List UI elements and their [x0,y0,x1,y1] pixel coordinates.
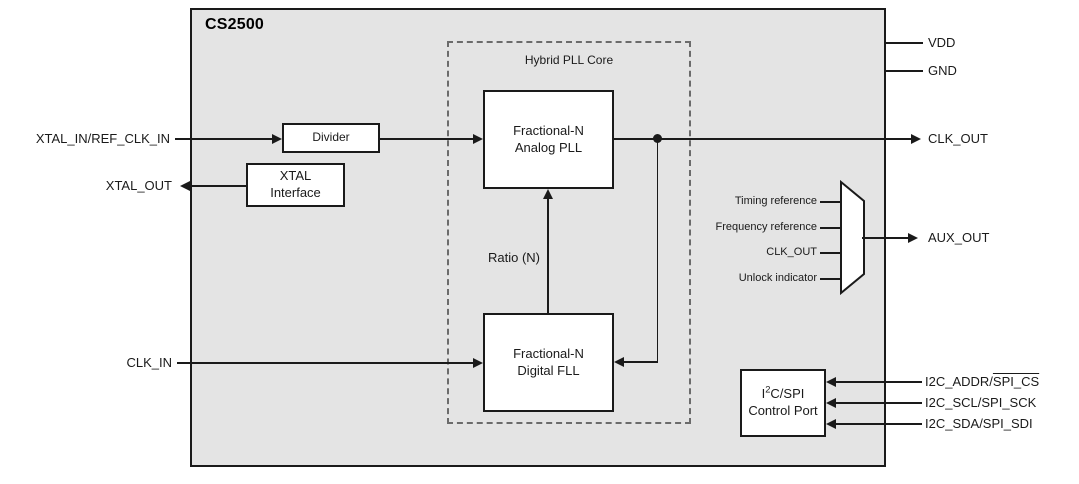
wire-xtal-interface-to-xtalout [190,185,246,187]
block-control-port-i: I [761,386,766,402]
pin-label-aux-out: AUX_OUT [928,230,990,245]
mux-input-label-frequency-reference: Frequency reference [715,221,818,233]
wire-mux-to-auxout [862,237,912,239]
block-control-port-line2: Control Port [748,403,818,418]
arrowhead-ctrl-pin-0 [826,376,836,387]
block-fractional-n-digital-fll: Fractional-N Digital FLL [483,313,614,412]
arrowhead-digital-fll-input [473,357,483,368]
arrowhead-xtal-out [180,180,190,191]
pin-label-xtal-out: XTAL_OUT [105,178,172,193]
block-divider: Divider [282,123,380,153]
arrowhead-digital-fll-feedback [614,356,624,367]
block-digital-fll-line2: Digital FLL [517,362,580,378]
block-xtal-interface-line1: XTAL [279,168,312,184]
arrowhead-divider-input [272,133,282,144]
block-divider-label: Divider [312,130,350,145]
output-mux [838,180,868,295]
block-xtal-interface: XTAL Interface [246,163,345,207]
wire-ratio-n [547,199,549,313]
pin-label-i2c-addr-spi-cs: I2C_ADDR/SPI_CS [925,374,1039,389]
pin-label-clk-out: CLK_OUT [928,131,988,146]
arrowhead-clk-out [911,133,921,144]
block-control-port-superscript: 2 [765,385,771,396]
block-control-port-line1: I2C/SPI [748,385,817,403]
arrowhead-analog-pll-input [473,133,483,144]
wire-divider-to-analog-pll [380,138,473,140]
hybrid-pll-core-label: Hybrid PLL Core [524,53,614,67]
block-digital-fll-line1: Fractional-N [513,345,584,361]
pin-label-i2c-sda-spi-sdi: I2C_SDA/SPI_SDI [925,416,1033,431]
wire-clkin-to-digital-fll [177,362,473,364]
arrowhead-ctrl-pin-1 [826,397,836,408]
wire-vdd [886,42,923,44]
wire-mux-input-1 [820,227,842,229]
wire-gnd [886,70,923,72]
arrowhead-aux-out [908,232,918,243]
pin-label-spi-cs-overlined: SPI_CS [992,374,1040,389]
pin-label-clk-in: CLK_IN [126,355,172,370]
wire-mux-input-3 [820,278,842,280]
wire-feedback-vertical [656,138,659,362]
block-control-port-cspi: C/SPI [770,386,805,402]
block-analog-pll-line2: Analog PLL [514,139,583,155]
arrowhead-ctrl-pin-2 [826,418,836,429]
wire-i2c-addr-spi-cs [836,381,922,383]
pin-label-i2c-addr-spi-cs-prefix: I2C_ADDR/ [925,374,993,389]
wire-i2c-scl-spi-sck [836,402,922,404]
wire-feedback-horizontal [624,361,658,363]
pin-label-xtal-in: XTAL_IN/REF_CLK_IN [35,131,170,146]
block-analog-pll-line1: Fractional-N [513,122,584,138]
mux-input-label-timing-reference: Timing reference [734,195,817,207]
signal-label-ratio-n: Ratio (N) [487,250,540,265]
arrowhead-analog-pll-ratio [542,189,553,199]
wire-mux-input-2 [820,252,842,254]
wire-mux-input-0 [820,201,842,203]
pin-label-gnd: GND [928,63,957,78]
mux-input-label-unlock-indicator: Unlock indicator [738,272,817,284]
pin-label-vdd: VDD [928,35,956,50]
pin-label-i2c-scl-spi-sck: I2C_SCL/SPI_SCK [925,395,1037,410]
mux-input-label-clk-out: CLK_OUT [766,246,817,258]
block-fractional-n-analog-pll: Fractional-N Analog PLL [483,90,614,189]
block-i2c-spi-control-port: I2C/SPI Control Port [740,369,826,437]
wire-xtalin-to-divider [175,138,272,140]
block-xtal-interface-line2: Interface [270,185,321,200]
hybrid-pll-core-boundary [447,41,691,424]
wire-analog-pll-to-clkout [614,138,915,140]
wire-i2c-sda-spi-sdi [836,423,922,425]
chip-title: CS2500 [205,16,265,33]
